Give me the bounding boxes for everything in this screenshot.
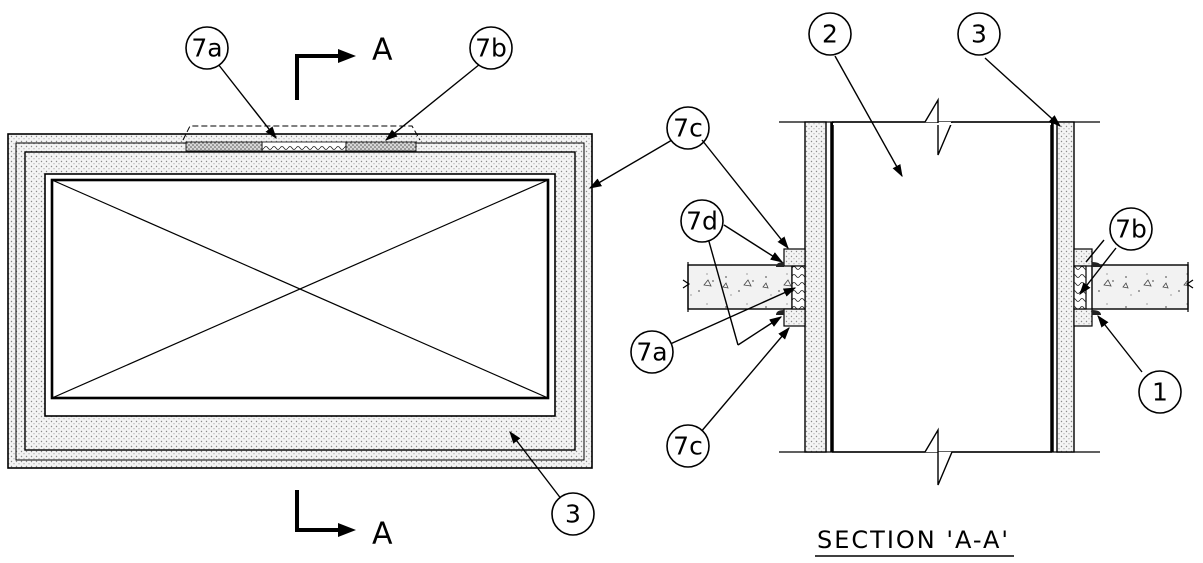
svg-text:7d: 7d	[686, 207, 718, 236]
svg-text:2: 2	[822, 20, 838, 49]
leader-1	[1097, 315, 1143, 373]
section-title: SECTION 'A-A'	[817, 526, 1010, 554]
svg-text:7b: 7b	[475, 34, 507, 63]
sealant-right-bottom	[1073, 308, 1093, 327]
callout-7b-section: 7b	[1109, 207, 1153, 251]
bead-left-top	[776, 262, 784, 267]
packing-left	[791, 265, 806, 310]
svg-text:7c: 7c	[673, 114, 703, 143]
slab-right	[1091, 264, 1189, 310]
svg-text:7a: 7a	[191, 34, 222, 63]
leader-7c-bottom	[699, 327, 790, 434]
callout-7a-section: 7a	[630, 330, 674, 374]
svg-text:1: 1	[1152, 378, 1168, 407]
leader-7d-a	[723, 224, 784, 263]
section-mark-bottom-letter: A	[372, 517, 393, 552]
break-line-bottom	[832, 427, 1052, 486]
bead-right	[345, 141, 417, 152]
leader-7b-plan	[385, 63, 481, 141]
callout-7a-plan: 7a	[185, 26, 229, 70]
svg-text:7b: 7b	[1115, 215, 1147, 244]
leader-3-section	[984, 57, 1061, 127]
seal-dashed-outline	[182, 125, 421, 141]
leader-2	[834, 55, 903, 178]
leader-7d-b	[707, 237, 739, 346]
callout-7c-bottom: 7c	[666, 424, 710, 468]
break-line-top	[832, 97, 1052, 156]
leader-7b-b	[1079, 247, 1117, 295]
plan-view	[7, 125, 593, 469]
bead-right-bottom	[1092, 310, 1101, 315]
callout-3-plan: 3	[551, 492, 595, 536]
callout-2: 2	[808, 12, 852, 56]
section-mark-top: A	[295, 33, 393, 100]
svg-text:3: 3	[971, 20, 987, 49]
bead-left-bottom	[776, 310, 784, 315]
sealant-left-top	[783, 248, 806, 267]
leader-7b-a	[1085, 239, 1105, 263]
left-insulation	[804, 121, 827, 453]
callout-3-section: 3	[957, 12, 1001, 56]
leader-7a-plan	[217, 63, 277, 139]
section-mark-top-letter: A	[372, 33, 393, 68]
right-insulation	[1056, 121, 1075, 453]
section-mark-bottom: A	[295, 490, 393, 552]
leader-7d-c	[737, 316, 783, 346]
duct-cross-2	[51, 179, 549, 399]
svg-text:7a: 7a	[636, 338, 667, 367]
callout-7b-plan: 7b	[469, 26, 513, 70]
leader-7c-plan	[588, 139, 673, 189]
sealant-left-bottom	[783, 308, 806, 327]
callout-7c-plan: 7c	[666, 106, 710, 150]
svg-text:3: 3	[565, 500, 581, 529]
leader-7c-top	[701, 139, 789, 249]
leader-7a-section	[667, 287, 797, 346]
bead-left	[185, 141, 263, 152]
slab-left	[687, 264, 793, 310]
sealant-7a-band	[261, 141, 347, 152]
callout-7d: 7d	[680, 199, 724, 243]
leader-3-plan	[509, 430, 563, 501]
bead-right-top	[1092, 262, 1101, 267]
section-view	[682, 97, 1194, 486]
callout-1: 1	[1138, 370, 1182, 414]
svg-text:7c: 7c	[673, 432, 703, 461]
